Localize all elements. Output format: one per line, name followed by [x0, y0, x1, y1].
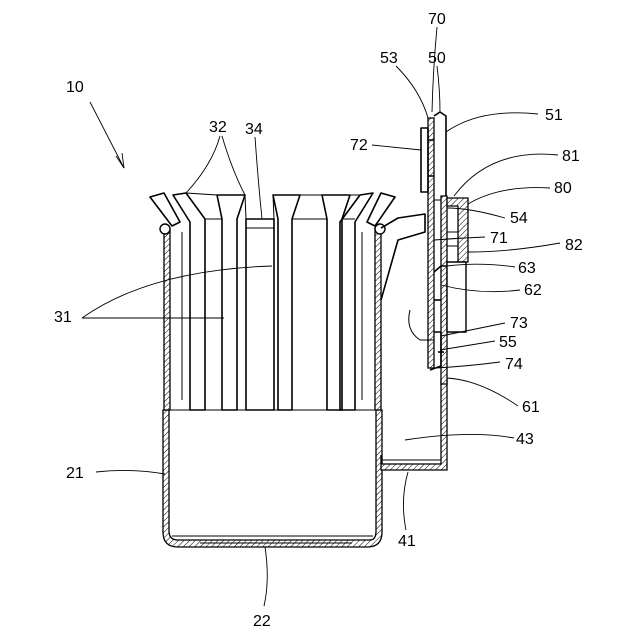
- label-51: 51: [545, 107, 563, 124]
- container-body: [163, 410, 382, 547]
- label-61: 61: [522, 399, 540, 416]
- label-32: 32: [209, 119, 227, 136]
- basket-walls: [160, 224, 385, 410]
- side-bracket: [381, 214, 447, 470]
- label-21: 21: [66, 465, 84, 482]
- label-31: 31: [54, 309, 72, 326]
- label-34: 34: [245, 121, 263, 138]
- label-63: 63: [518, 260, 536, 277]
- label-80: 80: [554, 180, 572, 197]
- label-81: 81: [562, 148, 580, 165]
- label-55: 55: [499, 334, 517, 351]
- label-72: 72: [350, 137, 368, 154]
- finger-row: [150, 193, 395, 410]
- mount-plate: [409, 112, 468, 384]
- leader-lines: [82, 27, 560, 606]
- label-71: 71: [490, 230, 508, 247]
- label-74: 74: [505, 356, 523, 373]
- label-54: 54: [510, 210, 528, 227]
- label-82: 82: [565, 237, 583, 254]
- label-43: 43: [516, 431, 534, 448]
- label-22: 22: [253, 613, 271, 630]
- label-73: 73: [510, 315, 528, 332]
- reference-numerals: 10 32 34 31 21 22 41 43 70 53 50 51 72 8…: [54, 11, 583, 630]
- label-62: 62: [524, 282, 542, 299]
- label-10: 10: [66, 79, 84, 96]
- label-70: 70: [428, 11, 446, 28]
- label-41: 41: [398, 533, 416, 550]
- label-50: 50: [428, 50, 446, 67]
- label-53: 53: [380, 50, 398, 67]
